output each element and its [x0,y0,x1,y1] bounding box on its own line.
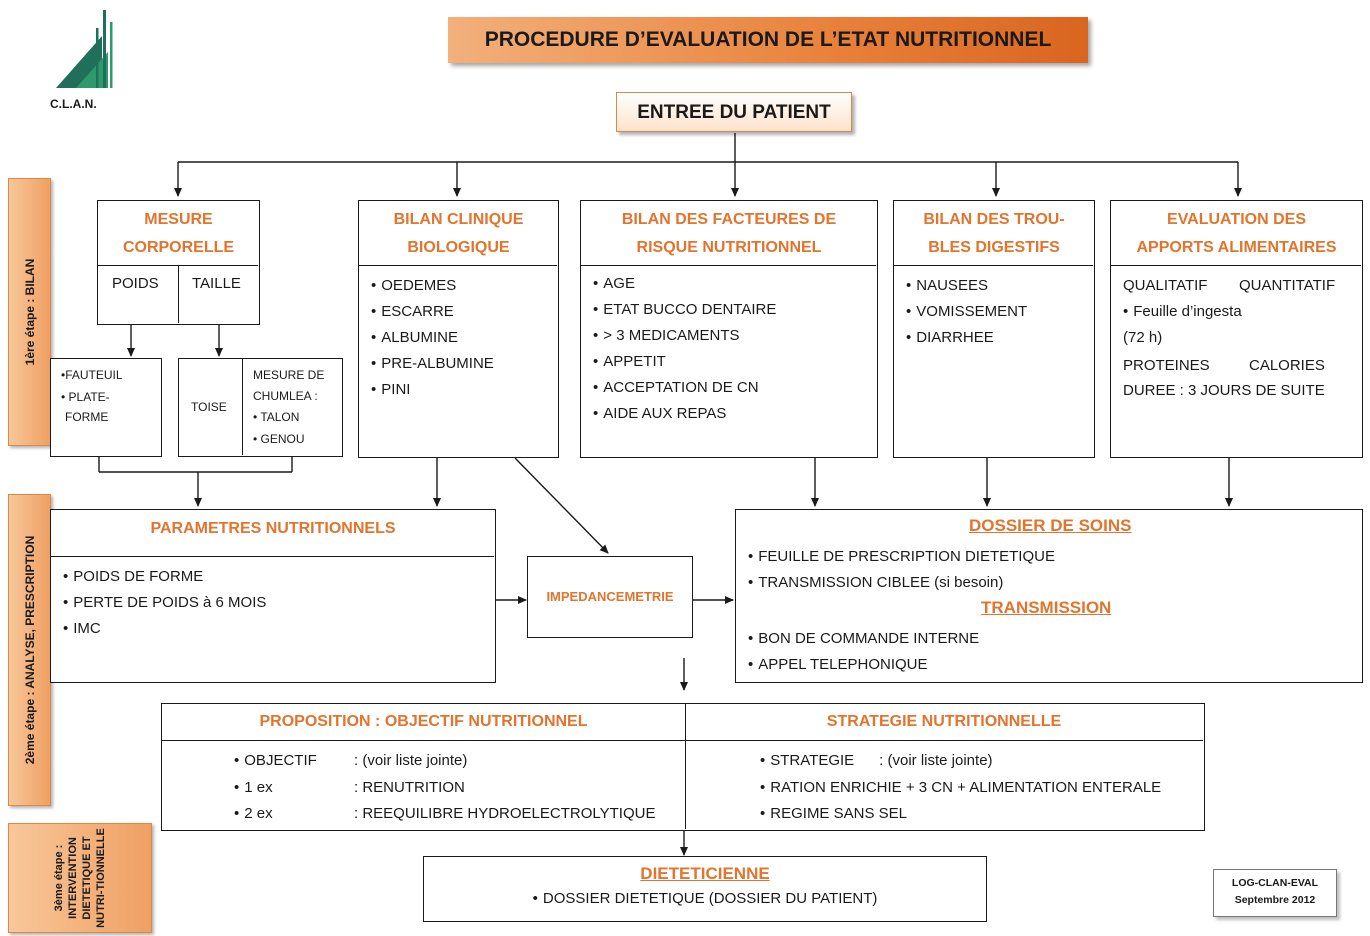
proteines-label: PROTEINES [1123,357,1210,374]
transmission-item: BON DE COMMANDE INTERNE [748,626,979,652]
feuille-ingesta-item: Feuille d’ingesta [1123,299,1241,325]
plateforme-item-2: FORME [65,410,109,424]
parametres-item: PERTE DE POIDS à 6 MOIS [63,590,266,616]
dossier-title: DOSSIER DE SOINS [969,516,1132,535]
step1-label: 1ère étape : BILAN [22,258,37,366]
bilan-troubles-title-2: BLES DIGESTIFS [928,239,1060,256]
duree-72h: (72 h) [1123,329,1163,346]
bilan-clinique-title-2: BIOLOGIQUE [407,239,510,256]
dossier-item: TRANSMISSION CIBLEE (si besoin) [748,570,1055,596]
stamp-line-1: LOG-CLAN-EVAL [1231,877,1319,889]
mesure-corporelle-box: MESURE CORPORELLE POIDS TAILLE [97,200,260,325]
taille-label: TAILLE [192,275,241,292]
stamp-line-2: Septembre 2012 [1234,894,1316,906]
bilan-clinique-item: OEDEMES [371,273,494,299]
logo: C.L.A.N. [46,8,126,111]
step3-tab: 3ème étape : INTERVENTION DIETETIQUE ET … [8,823,152,933]
parametres-item: POIDS DE FORME [63,564,266,590]
bilan-facteurs-item: ACCEPTATION DE CN [593,375,776,401]
bilan-troubles-item: DIARRHEE [906,325,1027,351]
bilan-facteurs-item: AIDE AUX REPAS [593,401,776,427]
quantitatif-label: QUANTITATIF [1239,277,1336,294]
evaluation-title-1: EVALUATION DES [1167,211,1306,228]
step1-tab: 1ère étape : BILAN [8,178,51,446]
proposition-row-label: 1 ex [234,775,272,801]
proposition-title: PROPOSITION : OBJECTIF NUTRITIONNEL [259,713,588,730]
dossier-item: FEUILLE DE PRESCRIPTION DIETETIQUE [748,544,1055,570]
page-title-bar: PROCEDURE D’EVALUATION DE L’ETAT NUTRITI… [448,17,1088,63]
evaluation-box: EVALUATION DES APPORTS ALIMENTAIRES QUAL… [1110,200,1363,458]
bilan-troubles-title-1: BILAN DES TROU- [923,211,1065,228]
strategie-item: REGIME SANS SEL [760,801,907,827]
step3-label: 3ème étape : INTERVENTION DIETETIQUE ET … [53,828,107,928]
proposition-row-value: : (voir liste jointe) [354,752,468,769]
bilan-clinique-item: ALBUMINE [371,325,494,351]
parametres-item: IMC [63,616,266,642]
bilan-facteurs-item: > 3 MEDICAMENTS [593,323,776,349]
transmission-item: APPEL TELEPHONIQUE [748,652,979,678]
bilan-clinique-item: PRE-ALBUMINE [371,351,494,377]
poids-label: POIDS [112,275,159,292]
step2-label: 2ème étape : ANALYSE, PRESCRIPTION [22,535,37,765]
talon-item: • TALON [253,410,300,424]
impedancemetrie-label: IMPEDANCEMETRIE [546,589,674,604]
bilan-troubles-item: NAUSEES [906,273,1027,299]
mesure-title-1: MESURE [144,211,213,228]
fauteuil-item: •FAUTEUIL [61,368,123,382]
genou-item: • GENOU [253,432,305,446]
bilan-clinique-item: ESCARRE [371,299,494,325]
evaluation-title-2: APPORTS ALIMENTAIRES [1136,239,1337,256]
bilan-facteurs-title-1: BILAN DES FACTEURES DE [621,211,837,228]
bilan-troubles-box: BILAN DES TROU- BLES DIGESTIFS NAUSEES V… [893,200,1095,458]
bilan-clinique-title-1: BILAN CLINIQUE [393,211,524,228]
proposition-row-label: OBJECTIF [234,748,317,774]
mesure-title-2: CORPORELLE [122,239,235,256]
strategie-title: STRATEGIE NUTRITIONNELLE [826,713,1062,730]
bilan-clinique-item: PINI [371,377,494,403]
entree-patient-label: ENTREE DU PATIENT [637,102,831,123]
bilan-facteurs-box: BILAN DES FACTEURES DE RISQUE NUTRITIONN… [580,200,878,458]
bilan-facteurs-item: APPETIT [593,349,776,375]
bilan-facteurs-item: AGE [593,271,776,297]
dossier-soins-box: DOSSIER DE SOINS FEUILLE DE PRESCRIPTION… [735,509,1363,683]
chumlea-title-1: MESURE DE [253,368,325,382]
strategie-item: STRATEGIE : (voir liste jointe) [760,748,992,774]
toise-chumlea-box: TOISE MESURE DE CHUMLEA : • TALON • GENO… [178,358,343,457]
bilan-troubles-item: VOMISSEMENT [906,299,1027,325]
proposition-row-value: : RENUTRITION [354,779,465,796]
plateforme-item-1: • PLATE- [61,390,110,404]
parametres-box: PARAMETRES NUTRITIONNELS POIDS DE FORME … [50,509,496,683]
strategie-item: RATION ENRICHIE + 3 CN + ALIMENTATION EN… [760,775,1161,801]
duree-label: DUREE : 3 JOURS DE SUITE [1123,382,1325,399]
chumlea-title-2: CHUMLEA : [253,389,318,403]
transmission-title: TRANSMISSION [981,598,1112,617]
step2-tab: 2ème étape : ANALYSE, PRESCRIPTION [8,494,51,806]
clan-logo-icon [56,10,113,88]
page-title: PROCEDURE D’EVALUATION DE L’ETAT NUTRITI… [484,28,1052,51]
impedancemetrie-box: IMPEDANCEMETRIE [527,556,693,638]
proposition-row-label: 2 ex [234,801,272,827]
document-reference-stamp: LOG-CLAN-EVAL Septembre 2012 [1213,869,1337,917]
dieteticienne-title: DIETETICIENNE [640,864,770,883]
bilan-facteurs-item: ETAT BUCCO DENTAIRE [593,297,776,323]
parametres-title: PARAMETRES NUTRITIONNELS [150,520,396,537]
calories-label: CALORIES [1249,357,1325,374]
qualitatif-label: QUALITATIF [1123,277,1208,294]
bilan-clinique-box: BILAN CLINIQUE BIOLOGIQUE OEDEMES ESCARR… [358,200,559,458]
dieteticienne-box: DIETETICIENNE DOSSIER DIETETIQUE (DOSSIE… [423,856,987,922]
toise-label: TOISE [191,400,227,414]
objectif-strategie-box: PROPOSITION : OBJECTIF NUTRITIONNEL STRA… [161,703,1205,831]
logo-text: C.L.A.N. [50,97,97,111]
proposition-row-value: : REEQUILIBRE HYDROELECTROLYTIQUE [354,805,656,822]
fauteuil-box: •FAUTEUIL • PLATE- FORME [50,358,162,457]
entree-patient-box: ENTREE DU PATIENT [616,92,852,132]
dieteticienne-item: DOSSIER DIETETIQUE (DOSSIER DU PATIENT) [533,890,878,907]
bilan-facteurs-title-2: RISQUE NUTRITIONNEL [636,239,822,256]
